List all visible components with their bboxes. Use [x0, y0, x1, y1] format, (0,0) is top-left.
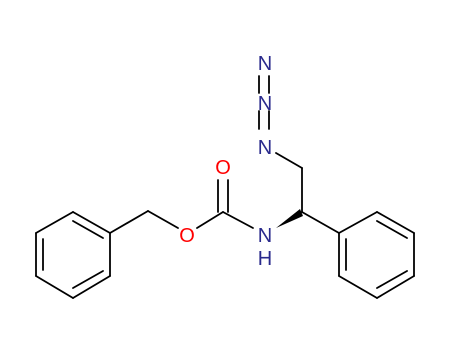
bond-cstar-ring — [301, 211, 340, 234]
bond-o-carbonyl-c — [196, 211, 224, 229]
benzene-ring-right — [338, 211, 415, 299]
stereo-wedge-bond — [276, 209, 303, 228]
bond-c-n — [222, 211, 254, 229]
atom-o-ester: O — [179, 225, 195, 247]
bond-ch2-n-azide — [275, 152, 303, 169]
bond-ring-ch2 — [109, 210, 149, 234]
atom-o-carbonyl: O — [215, 157, 231, 179]
bond-ch2-o — [147, 210, 179, 229]
atom-n-azide-1: N — [258, 137, 272, 159]
atom-n-azide-3: N — [258, 53, 272, 75]
benzene-ring-left — [35, 211, 111, 299]
atom-n-amine: N — [258, 225, 272, 247]
atom-h-amine: H — [258, 248, 272, 270]
atom-n-azide-2: N — [258, 93, 272, 115]
